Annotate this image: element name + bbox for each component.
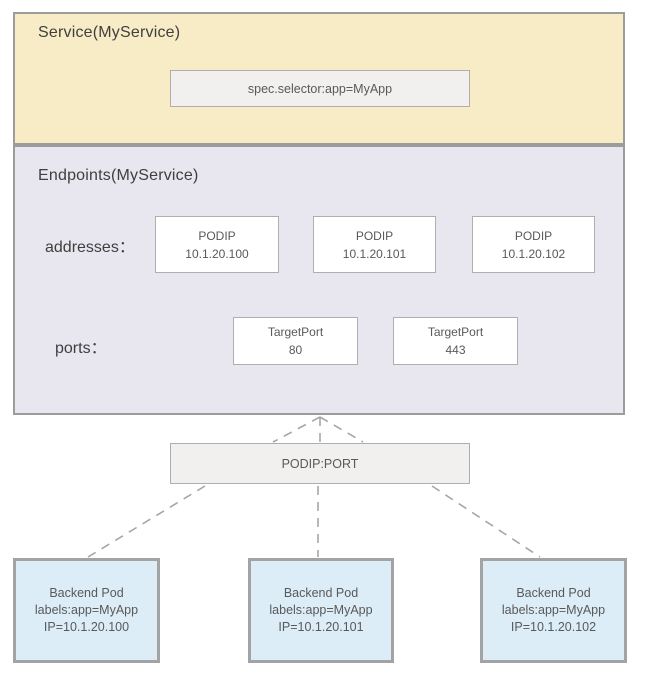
address-box-ip: 10.1.20.102 bbox=[501, 246, 566, 261]
pod-ip: IP=10.1.20.102 bbox=[510, 620, 597, 634]
pod-ip: IP=10.1.20.101 bbox=[278, 620, 364, 634]
dashed-connector-endpoints-right bbox=[319, 416, 364, 443]
address-box-ip: 10.1.20.101 bbox=[342, 246, 407, 261]
address-box: PODIP 10.1.20.102 bbox=[472, 216, 595, 273]
address-box-name: PODIP bbox=[514, 228, 553, 243]
backend-pod-box: Backend Pod labels:app=MyApp IP=10.1.20.… bbox=[248, 558, 394, 663]
address-box-ip: 10.1.20.100 bbox=[185, 246, 249, 261]
address-box-name: PODIP bbox=[355, 228, 394, 243]
pod-title: Backend Pod bbox=[516, 586, 591, 600]
pod-title: Backend Pod bbox=[283, 586, 359, 600]
service-title: Service(MyService) bbox=[38, 24, 181, 41]
pod-labels: labels:app=MyApp bbox=[269, 603, 373, 617]
pod-labels: labels:app=MyApp bbox=[34, 603, 139, 617]
pod-labels: labels:app=MyApp bbox=[501, 603, 606, 617]
dashed-connector-endpoints-left bbox=[272, 416, 321, 443]
backend-pod-box: Backend Pod labels:app=MyApp IP=10.1.20.… bbox=[13, 558, 160, 663]
ports-label: ports： bbox=[55, 340, 107, 357]
dashed-connector-pod-left bbox=[87, 485, 206, 558]
port-box-value: 80 bbox=[288, 343, 303, 357]
port-box: TargetPort 443 bbox=[393, 317, 518, 365]
endpoints-section: Endpoints(MyService) bbox=[13, 145, 625, 415]
pod-ip: IP=10.1.20.100 bbox=[43, 620, 130, 634]
address-box: PODIP 10.1.20.100 bbox=[155, 216, 279, 273]
backend-pod-box: Backend Pod labels:app=MyApp IP=10.1.20.… bbox=[480, 558, 627, 663]
addresses-label: addresses： bbox=[45, 239, 135, 256]
service-selector-box: spec.selector:app=MyApp bbox=[170, 70, 470, 107]
pod-title: Backend Pod bbox=[49, 586, 124, 600]
dashed-connector-pod-right bbox=[431, 485, 541, 558]
port-box: TargetPort 80 bbox=[233, 317, 358, 365]
address-box-name: PODIP bbox=[198, 228, 236, 243]
podip-port-box: PODIP:PORT bbox=[170, 443, 470, 484]
service-selector-label: spec.selector:app=MyApp bbox=[247, 81, 393, 96]
port-box-name: TargetPort bbox=[267, 325, 324, 339]
podip-port-label: PODIP:PORT bbox=[281, 456, 359, 471]
endpoints-title: Endpoints(MyService) bbox=[38, 167, 199, 184]
address-box: PODIP 10.1.20.101 bbox=[313, 216, 436, 273]
port-box-name: TargetPort bbox=[427, 325, 484, 339]
port-box-value: 443 bbox=[445, 343, 466, 357]
